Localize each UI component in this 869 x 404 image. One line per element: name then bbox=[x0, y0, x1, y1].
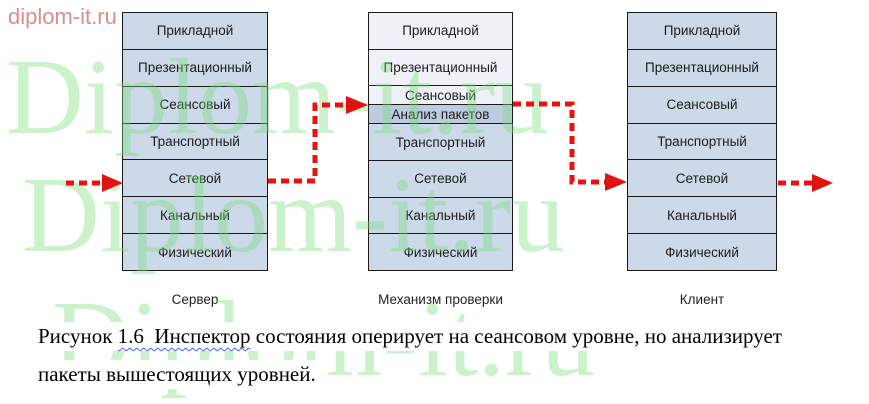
layer-cell: Сетевой bbox=[369, 159, 512, 197]
layer-cell: Сеансовый bbox=[123, 85, 267, 123]
layer-cell: Физический bbox=[628, 233, 776, 271]
arrowhead-icon bbox=[102, 174, 123, 192]
stack-label-inspector: Механизм проверки bbox=[378, 292, 503, 307]
stack-label-server: Сервер bbox=[171, 292, 219, 307]
stack-label-client: Клиент bbox=[679, 292, 725, 307]
osi-stack-server: Прикладной Презентационный Сеансовый Тра… bbox=[122, 12, 268, 271]
arrowhead-icon bbox=[812, 174, 833, 192]
layer-cell: Презентационный bbox=[369, 48, 512, 86]
layer-cell: Канальный bbox=[123, 196, 267, 234]
layer-cell: Транспортный bbox=[628, 122, 776, 160]
layer-cell: Прикладной bbox=[628, 13, 776, 49]
figure-caption-line-2: пакеты вышестоящих уровней. bbox=[32, 360, 322, 389]
layer-cell: Презентационный bbox=[123, 48, 267, 86]
layer-cell-packet-analysis: Анализ пакетов bbox=[369, 104, 512, 124]
arrow-inspector-to-client bbox=[513, 101, 627, 191]
arrowhead-icon bbox=[346, 96, 368, 114]
layer-cell: Канальный bbox=[369, 196, 512, 234]
caption-rest: состояния оперирует на сеансовом уровне,… bbox=[250, 324, 782, 348]
layer-cell: Транспортный bbox=[369, 123, 512, 160]
layer-cell: Прикладной bbox=[123, 13, 267, 49]
layer-cell: Физический bbox=[369, 233, 512, 271]
layer-cell-network: Сетевой bbox=[628, 159, 776, 197]
arrow-server-to-inspector bbox=[268, 96, 368, 184]
caption-spellcheck-underline: 1.6 Инспектор bbox=[117, 324, 251, 348]
layer-cell: Транспортный bbox=[123, 122, 267, 160]
layer-cell: Физический bbox=[123, 233, 267, 271]
arrowhead-icon bbox=[605, 173, 627, 191]
caption-prefix: Рисунок bbox=[38, 324, 118, 348]
layer-cell: Прикладной bbox=[369, 13, 512, 49]
layer-cell: Презентационный bbox=[628, 48, 776, 86]
figure-caption-line-1: Рисунок 1.6 Инспектор состояния оперируе… bbox=[32, 322, 788, 351]
corner-watermark: diplom-it.ru bbox=[8, 4, 117, 29]
layer-cell: Сеансовый bbox=[628, 85, 776, 123]
layer-cell: Канальный bbox=[628, 196, 776, 234]
layer-cell-session: Сеансовый bbox=[369, 85, 512, 105]
osi-stack-inspector: Прикладной Презентационный Сеансовый Ана… bbox=[368, 12, 513, 271]
osi-stack-client: Прикладной Презентационный Сеансовый Тра… bbox=[627, 12, 777, 271]
arrow-into-server bbox=[66, 174, 123, 192]
arrow-out-of-client bbox=[778, 174, 833, 192]
layer-cell-network: Сетевой bbox=[123, 159, 267, 197]
